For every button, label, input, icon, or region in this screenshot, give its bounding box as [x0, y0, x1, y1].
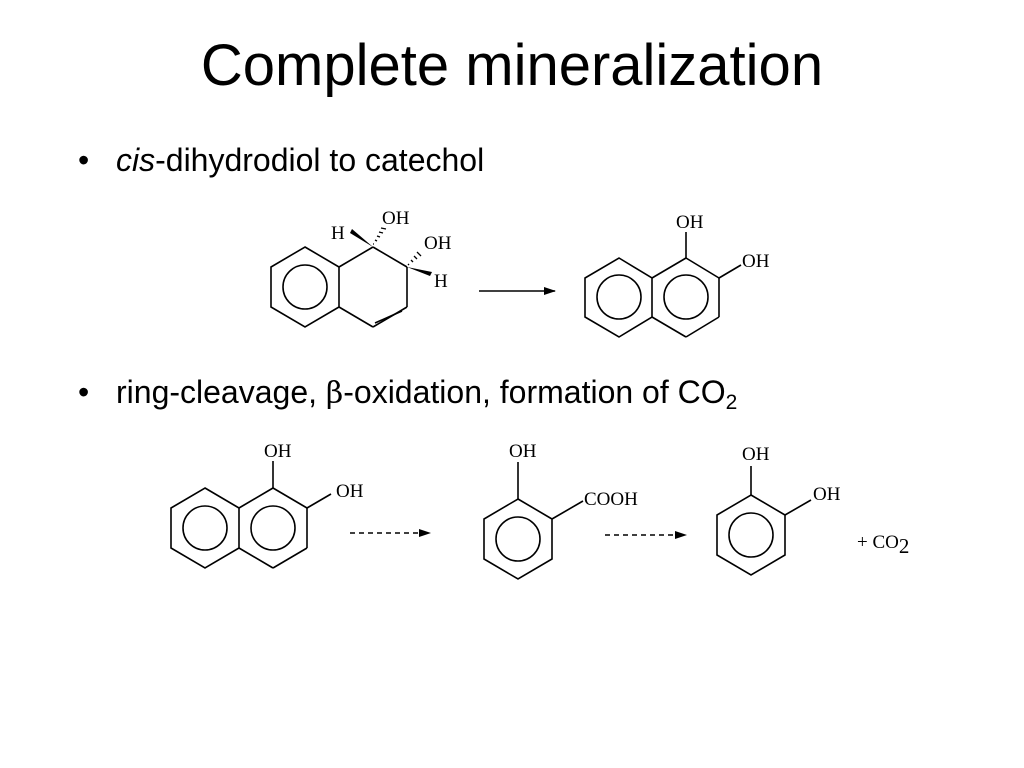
dihydroxynaphthalene-structure	[170, 461, 332, 569]
aromatic-ring-circle	[282, 264, 328, 310]
wedge-bond-h-low	[407, 267, 432, 276]
label-h-low: H	[434, 271, 448, 292]
label-oh-2: OH	[813, 484, 841, 505]
byproduct-co2: + CO2	[857, 532, 909, 558]
label-oh-top: OH	[382, 208, 410, 229]
label-oh-mid: OH	[424, 233, 452, 254]
co2-subscript: 2	[899, 534, 910, 558]
label-oh-2: OH	[742, 251, 770, 272]
label-oh-1: OH	[742, 444, 770, 465]
label-h-top: H	[331, 223, 345, 244]
hashed-bond-oh-top	[373, 227, 387, 245]
bullet-marker: •	[78, 142, 90, 178]
double-bond-line	[374, 310, 403, 324]
beta-symbol: β	[325, 376, 344, 411]
dihydroxynaphthalene-structure	[584, 232, 742, 338]
label-oh-1: OH	[676, 212, 704, 233]
bullet-italic-cis: cis	[116, 142, 156, 178]
bullet-text: -dihydrodiol to catechol	[155, 142, 485, 178]
hashed-bond-oh-mid	[407, 251, 422, 266]
bullet-ring-cleavage: • ring-cleavage, β-oxidation, formation o…	[78, 372, 737, 414]
aromatic-ring	[270, 246, 340, 328]
label-oh: OH	[509, 441, 537, 462]
bullet-marker: •	[78, 374, 90, 410]
bullet-dihydrodiol-to-catechol: • cis-dihydrodiol to catechol	[78, 140, 484, 180]
co2-text: + CO	[857, 532, 899, 553]
slide-title: Complete mineralization	[200, 33, 824, 98]
bullet-text-after-beta: -oxidation, formation of CO	[343, 374, 726, 410]
bullet-text-before-beta: ring-cleavage,	[116, 374, 326, 410]
label-oh-1: OH	[264, 441, 292, 462]
dihydrodiol-structure	[270, 246, 408, 328]
co2-subscript: 2	[725, 391, 738, 414]
label-oh-2: OH	[336, 481, 364, 502]
salicylic-acid-structure	[483, 462, 584, 580]
label-cooh: COOH	[584, 489, 638, 510]
catechol-structure	[716, 466, 812, 576]
wedge-bond-h-top	[350, 229, 373, 247]
